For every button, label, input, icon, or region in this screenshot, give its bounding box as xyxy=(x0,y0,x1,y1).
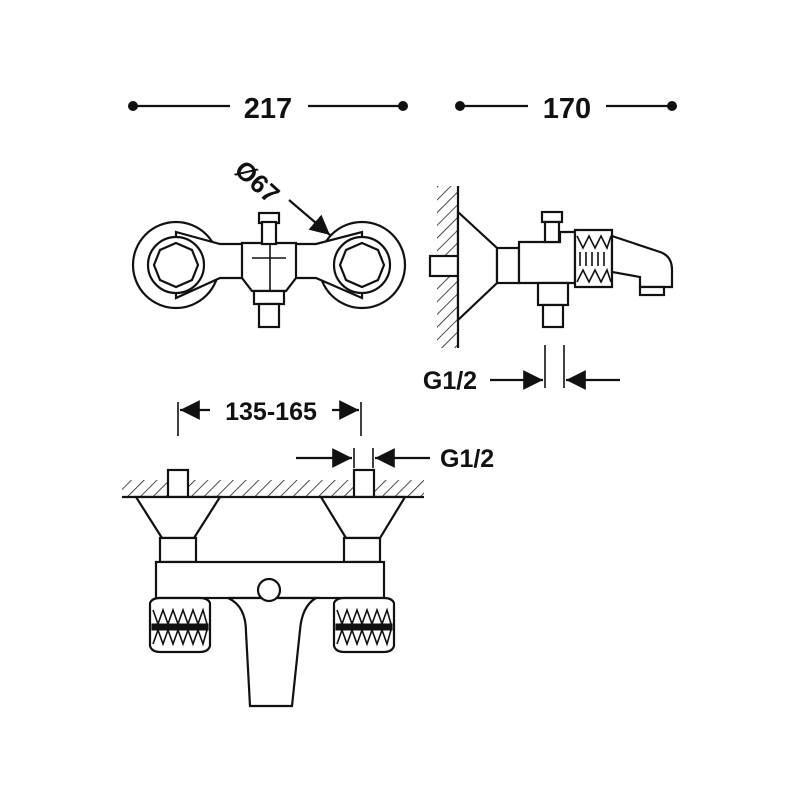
top-view: Ø67 xyxy=(131,154,407,329)
side-thread-label: G1/2 xyxy=(423,367,477,395)
left-handle-knob xyxy=(152,241,200,289)
dimension-inlet-thread: G1/2 xyxy=(296,445,494,473)
wall-hatch-horizontal xyxy=(122,480,424,497)
dimension-217: 217 xyxy=(128,93,408,125)
side-view: G1/2 xyxy=(423,186,674,395)
inlet-thread-label: G1/2 xyxy=(440,445,494,473)
right-handle-knob xyxy=(338,241,386,289)
overall-depth-label: 170 xyxy=(543,93,591,125)
handle-diameter-label: Ø67 xyxy=(229,154,286,209)
diverter-knob xyxy=(256,577,282,603)
front-view xyxy=(122,468,424,708)
dimension-center-distance: 135-165 xyxy=(177,398,362,436)
spout xyxy=(227,596,321,708)
center-distance-label: 135-165 xyxy=(225,398,317,426)
overall-width-label: 217 xyxy=(244,93,292,125)
dimension-170: 170 xyxy=(455,93,677,125)
